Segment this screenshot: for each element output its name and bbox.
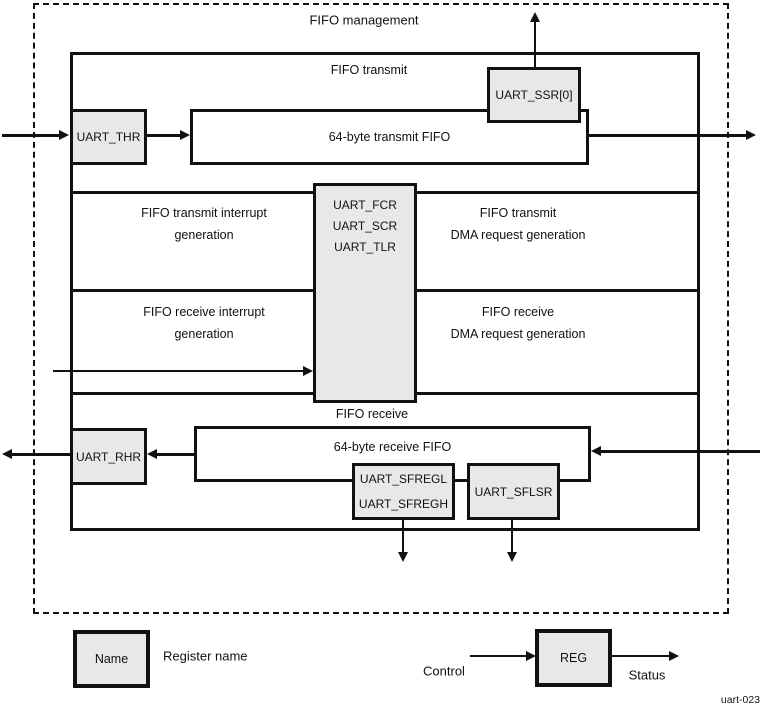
tx-input-arrowhead-right-icon [59, 130, 69, 140]
uart-sflsr-register-box: UART_SFLSR [467, 463, 560, 520]
uart-thr-register-box: UART_THR [70, 109, 147, 165]
ssr-status-arrow-line [534, 21, 536, 67]
uart-sfregh-label: UART_SFREGH [358, 496, 449, 511]
rx-dma-line1: FIFO receive [481, 305, 555, 319]
legend-reg-box: REG [535, 629, 612, 687]
divider-int-dma-right [417, 289, 700, 292]
control-registers-box: UART_FCR UART_SCR UART_TLR [313, 183, 417, 403]
tx-interrupt-generation-label: FIFO transmit interrupt generation [141, 202, 267, 246]
uart-sfreg-register-box: UART_SFREGL UART_SFREGH [352, 463, 455, 520]
rx-interrupt-line2: generation [174, 327, 234, 341]
fifo-to-rhr-arrow-line [157, 453, 194, 456]
sflsr-status-arrowhead-down-icon [507, 552, 517, 562]
rx-dma-request-label: FIFO receive DMA request generation [451, 301, 586, 345]
thr-to-fifo-arrowhead-right-icon [180, 130, 190, 140]
divider-rx-top-left [70, 392, 313, 395]
receive-fifo-label: 64-byte receive FIFO [333, 440, 452, 454]
sfreg-status-arrow-line [402, 520, 404, 553]
legend-reg-label: REG [559, 651, 588, 665]
rx-output-arrowhead-left-icon [2, 449, 12, 459]
tx-dma-request-label: FIFO transmit DMA request generation [451, 202, 586, 246]
legend-name-label: Name [94, 652, 129, 666]
legend-status-arrowhead-right-icon [669, 651, 679, 661]
uart-tlr-label: UART_TLR [334, 240, 396, 254]
fifo-receive-section-label: FIFO receive [335, 407, 409, 421]
rx-interrupt-line1: FIFO receive interrupt [143, 305, 265, 319]
tx-output-arrowhead-right-icon [746, 130, 756, 140]
control-input-arrow-line [53, 370, 304, 372]
uart-rhr-label: UART_RHR [75, 449, 142, 464]
legend-status-text: Status [628, 667, 666, 683]
tx-interrupt-line2: generation [174, 228, 234, 242]
legend-control-arrow-line [470, 655, 527, 657]
uart-sflsr-label: UART_SFLSR [474, 484, 553, 499]
sflsr-status-arrow-line [511, 520, 513, 553]
tx-dma-line2: DMA request generation [450, 228, 586, 242]
tx-output-arrow-line [589, 134, 746, 137]
tx-input-arrow-line [2, 134, 59, 137]
transmit-fifo-label: 64-byte transmit FIFO [328, 130, 451, 144]
uart-thr-label: UART_THR [76, 130, 141, 144]
divider-tx-top-right [417, 191, 700, 194]
divider-int-dma-left [70, 289, 313, 292]
uart-ssr-register-box: UART_SSR[0] [487, 67, 581, 123]
ssr-status-arrowhead-up-icon [530, 12, 540, 22]
fifo-transmit-section-label: FIFO transmit [330, 63, 408, 77]
uart-rhr-register-box: UART_RHR [70, 428, 147, 485]
rx-interrupt-generation-label: FIFO receive interrupt generation [143, 301, 265, 345]
figure-id: uart-023 [720, 694, 760, 706]
rx-output-arrow-line [12, 453, 70, 456]
legend-register-name-text: Register name [163, 648, 248, 664]
thr-to-fifo-arrow-line [147, 134, 180, 137]
uart-scr-label: UART_SCR [332, 219, 398, 233]
legend-name-box: Name [73, 630, 150, 688]
legend-control-text: Control [423, 663, 465, 679]
tx-dma-line1: FIFO transmit [479, 206, 557, 220]
divider-rx-top-right [417, 392, 700, 395]
rx-input-arrowhead-left-icon [591, 446, 601, 456]
divider-tx-top-left [70, 191, 313, 194]
dashed-boundary-frame [33, 3, 729, 614]
legend-control-arrowhead-right-icon [526, 651, 536, 661]
fifo-to-rhr-arrowhead-left-icon [147, 449, 157, 459]
rx-input-arrow-line [601, 450, 760, 453]
uart-sfregl-label: UART_SFREGL [359, 471, 448, 486]
rx-dma-line2: DMA request generation [450, 327, 586, 341]
control-input-arrowhead-right-icon [303, 366, 313, 376]
uart-ssr-label: UART_SSR[0] [495, 88, 573, 102]
diagram-title: FIFO management [309, 12, 419, 28]
sfreg-status-arrowhead-down-icon [398, 552, 408, 562]
tx-interrupt-line1: FIFO transmit interrupt [141, 206, 267, 220]
legend-status-arrow-line [612, 655, 670, 657]
uart-fcr-label: UART_FCR [333, 198, 397, 212]
